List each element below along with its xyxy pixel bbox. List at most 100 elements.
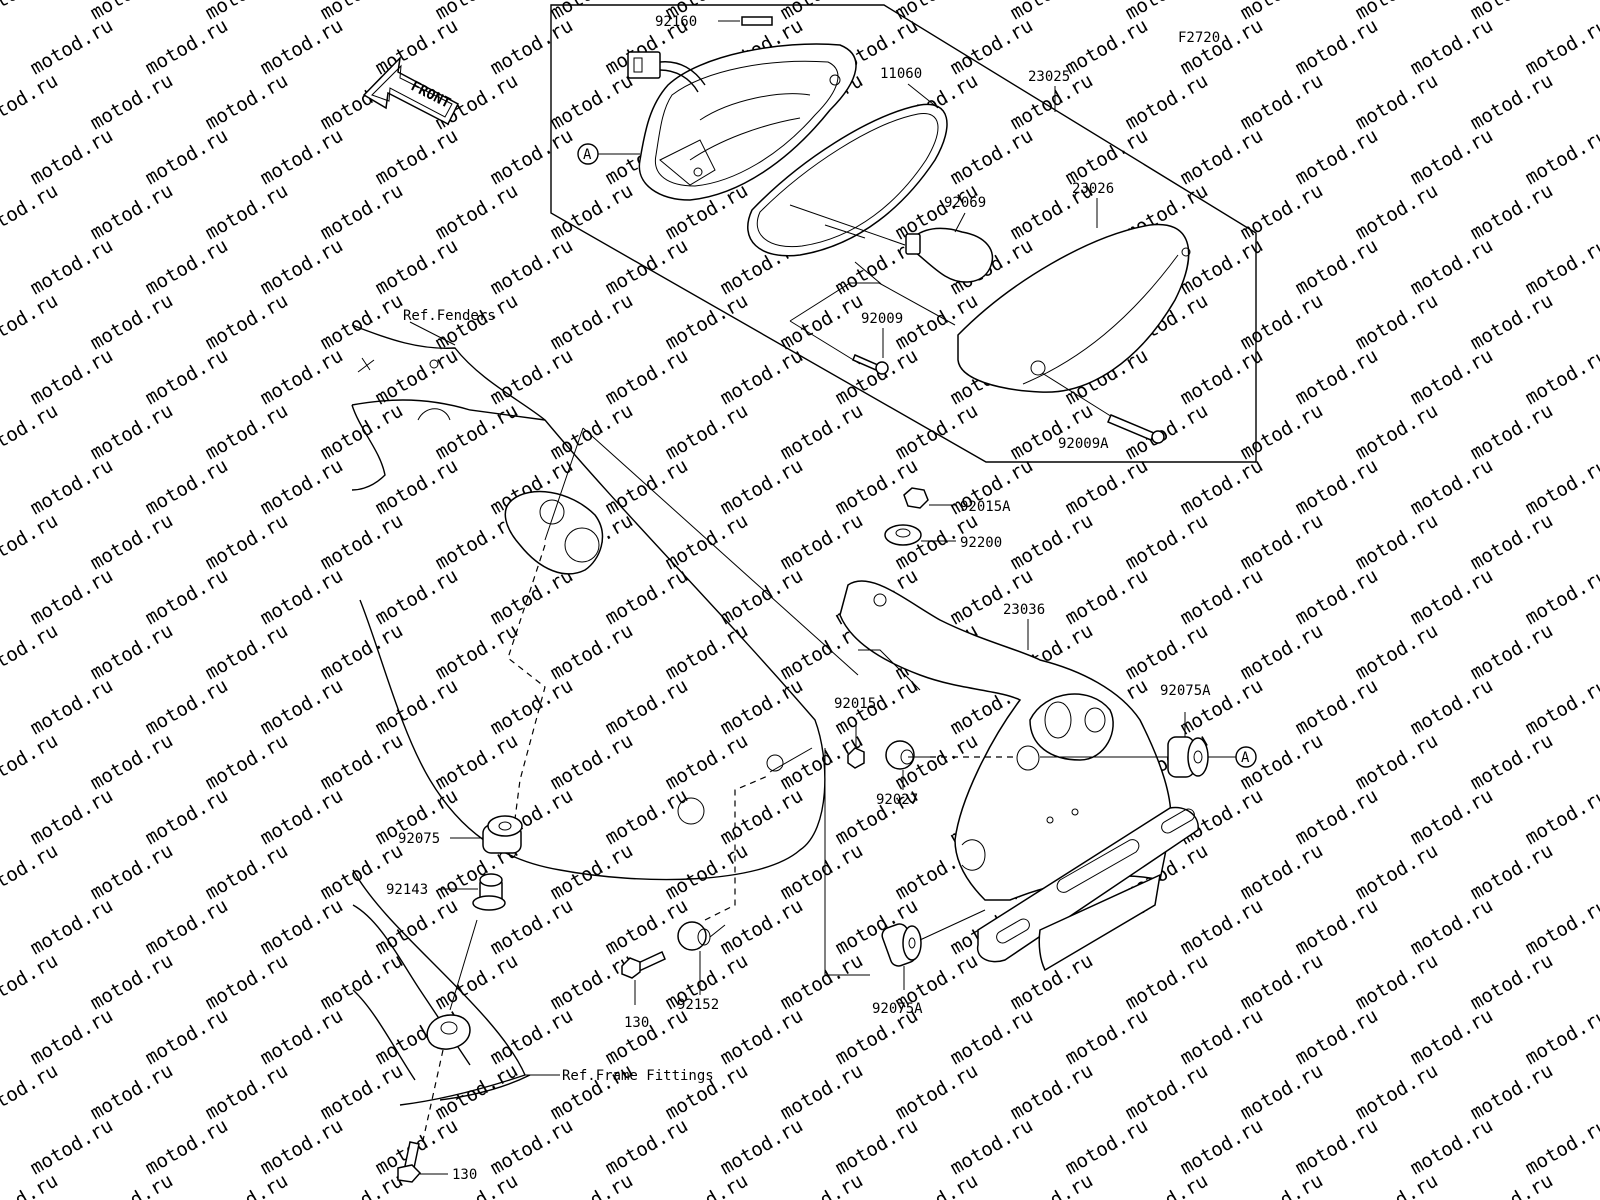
- watermark-text: motod.ru: [547, 400, 637, 465]
- watermark-text: motod.ru: [1292, 565, 1382, 630]
- watermark-text: motod.ru: [0, 1170, 62, 1200]
- watermark-text: motod.ru: [547, 1170, 637, 1200]
- watermark-text: motod.ru: [1237, 1170, 1327, 1200]
- watermark-text: motod.ru: [372, 15, 462, 80]
- watermark-text: motod.ru: [372, 345, 462, 410]
- part-label-92015A[interactable]: 92015A: [960, 499, 1011, 515]
- part-label-92015[interactable]: 92015: [834, 696, 876, 712]
- watermark-text: motod.ru: [317, 730, 407, 795]
- watermark-text: motod.ru: [662, 290, 752, 355]
- watermark-text: motod.ru: [257, 125, 347, 190]
- gasket-11060: [747, 103, 948, 257]
- watermark-text: motod.ru: [372, 235, 462, 300]
- part-label-130-mid[interactable]: 130: [624, 1015, 649, 1031]
- watermark-text: motod.ru: [1352, 290, 1442, 355]
- watermark-text: motod.ru: [257, 675, 347, 740]
- part-label-92143[interactable]: 92143: [386, 882, 428, 898]
- watermark-text: motod.ru: [87, 620, 177, 685]
- watermark-text: motod.ru: [202, 840, 292, 905]
- part-label-92009[interactable]: 92009: [861, 311, 903, 327]
- watermark-text: motod.ru: [0, 1060, 62, 1125]
- wire-connector: [627, 51, 706, 93]
- watermark-text: motod.ru: [1522, 565, 1600, 630]
- watermark-text: motod.ru: [1292, 345, 1382, 410]
- watermark-text: motod.ru: [0, 620, 62, 685]
- watermark-text: motod.ru: [1407, 1115, 1497, 1180]
- watermark-text: motod.ru: [602, 565, 692, 630]
- watermark-text: motod.ru: [1522, 125, 1600, 190]
- part-label-23025[interactable]: 23025: [1028, 69, 1070, 85]
- part-label-92009A[interactable]: 92009A: [1058, 436, 1109, 452]
- watermark-text: motod.ru: [202, 180, 292, 245]
- watermark-text: motod.ru: [777, 950, 867, 1015]
- part-label-92075[interactable]: 92075: [398, 831, 440, 847]
- watermark-text: motod.ru: [142, 675, 232, 740]
- part-label-92152[interactable]: 92152: [677, 997, 719, 1013]
- watermark-text: motod.ru: [547, 290, 637, 355]
- watermark-text: motod.ru: [1467, 950, 1557, 1015]
- part-label-11060[interactable]: 11060: [880, 66, 922, 82]
- watermark-text: motod.ru: [317, 400, 407, 465]
- watermark-text: motod.ru: [777, 840, 867, 905]
- part-label-92075A-bottom[interactable]: 92075A: [872, 1001, 923, 1017]
- watermark-text: motod.ru: [27, 125, 117, 190]
- diagram-code: F2720: [1178, 30, 1220, 46]
- watermark-text: motod.ru: [0, 950, 62, 1015]
- ref-fenders-label[interactable]: Ref.Fenders: [403, 308, 496, 324]
- watermark-text: motod.ru: [142, 125, 232, 190]
- watermark-text: motod.ru: [257, 15, 347, 80]
- watermark-text: motod.ru: [547, 950, 637, 1015]
- watermark-text: motod.ru: [1122, 950, 1212, 1015]
- part-label-92069[interactable]: 92069: [944, 195, 986, 211]
- part-label-92200[interactable]: 92200: [960, 535, 1002, 551]
- watermark-text: motod.ru: [1292, 125, 1382, 190]
- watermark-text: motod.ru: [487, 1005, 577, 1070]
- watermark-text: motod.ru: [1237, 620, 1327, 685]
- watermark-text: motod.ru: [0, 510, 62, 575]
- ref-frame-fittings-label[interactable]: Ref.Frame Fittings: [562, 1068, 714, 1084]
- watermark-text: motod.ru: [1522, 1115, 1600, 1180]
- watermark-text: motod.ru: [0, 290, 62, 355]
- part-label-130-bottom[interactable]: 130: [452, 1167, 477, 1183]
- watermark-text: motod.ru: [27, 1005, 117, 1070]
- watermark-text: motod.ru: [372, 895, 462, 960]
- watermark-text: motod.ru: [1407, 895, 1497, 960]
- watermark-text: motod.ru: [27, 15, 117, 80]
- watermark-text: motod.ru: [257, 1005, 347, 1070]
- part-label-23026[interactable]: 23026: [1072, 181, 1114, 197]
- part-label-92160[interactable]: 92160: [655, 14, 697, 30]
- watermark-text: motod.ru: [1007, 1060, 1097, 1125]
- watermark-text: motod.ru: [142, 345, 232, 410]
- watermark-text: motod.ru: [1407, 15, 1497, 80]
- watermark-text: motod.ru: [142, 785, 232, 850]
- watermark-text: motod.ru: [27, 1115, 117, 1180]
- watermark-text: motod.ru: [1522, 785, 1600, 850]
- watermark-text: motod.ru: [487, 1115, 577, 1180]
- watermark-text: motod.ru: [1467, 620, 1557, 685]
- watermark-text: motod.ru: [892, 400, 982, 465]
- watermark-text: motod.ru: [87, 730, 177, 795]
- watermark-text: motod.ru: [1407, 125, 1497, 190]
- watermark-text: motod.ru: [1062, 1115, 1152, 1180]
- part-label-23036[interactable]: 23036: [1003, 602, 1045, 618]
- rod-92160: [741, 16, 773, 26]
- part-label-92075A-top[interactable]: 92075A: [1160, 683, 1211, 699]
- watermark-text: motod.ru: [1352, 400, 1442, 465]
- screw-92009A: [1107, 414, 1165, 444]
- watermark-text: motod.ru: [832, 1115, 922, 1180]
- watermark-text: motod.ru: [257, 455, 347, 520]
- watermark-text: motod.ru: [1122, 620, 1212, 685]
- watermark-text: motod.ru: [487, 345, 577, 410]
- watermark-text: motod.ru: [1007, 1170, 1097, 1200]
- watermark-text: motod.ru: [87, 510, 177, 575]
- watermark-text: motod.ru: [777, 510, 867, 575]
- watermark-text: motod.ru: [27, 675, 117, 740]
- watermark-text: motod.ru: [27, 455, 117, 520]
- watermark-text: motod.ru: [662, 840, 752, 905]
- watermark-text: motod.ru: [1522, 235, 1600, 300]
- part-label-92027[interactable]: 92027: [876, 792, 918, 808]
- watermark-text: motod.ru: [1007, 510, 1097, 575]
- watermark-text: motod.ru: [27, 345, 117, 410]
- watermark-text: motod.ru: [602, 345, 692, 410]
